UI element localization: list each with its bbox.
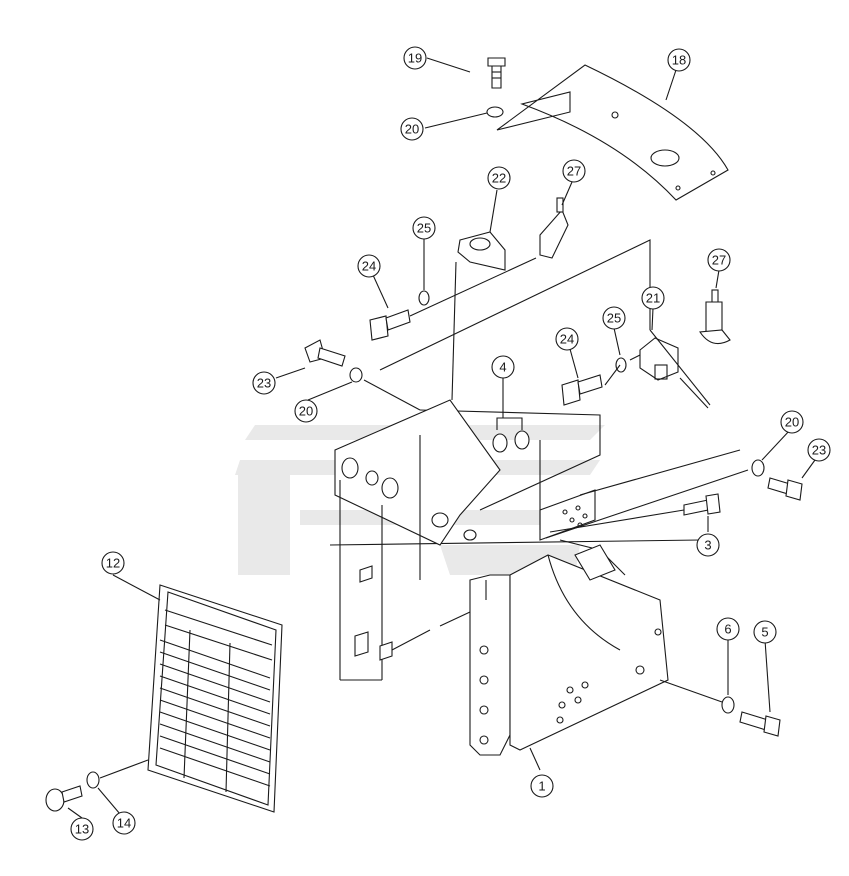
callout-4: 4 — [491, 355, 515, 379]
bracket-21 — [639, 337, 679, 381]
gusset-plate — [539, 489, 596, 541]
svg-text:6: 6 — [724, 622, 731, 637]
callout-22: 22 — [487, 166, 511, 190]
callout-20-right: 20 — [780, 410, 804, 434]
callout-18: 18 — [667, 48, 691, 72]
callout-6: 6 — [716, 617, 740, 641]
callout-21: 21 — [641, 286, 665, 310]
bolt-5 — [739, 711, 781, 737]
svg-text:18: 18 — [672, 53, 686, 68]
callout-23-left: 23 — [252, 371, 276, 395]
callout-24-right: 24 — [555, 327, 579, 351]
callout-14: 14 — [112, 811, 136, 835]
callout-5: 5 — [753, 620, 777, 644]
washer-20-left — [349, 367, 363, 383]
washer-6 — [721, 696, 735, 714]
svg-text:5: 5 — [761, 625, 768, 640]
svg-text:25: 25 — [607, 311, 621, 326]
svg-text:23: 23 — [812, 443, 826, 458]
callout-23-right: 23 — [807, 438, 831, 462]
svg-text:12: 12 — [106, 556, 120, 571]
svg-text:24: 24 — [362, 259, 376, 274]
washer-25-right — [615, 357, 627, 373]
clip-27-lower — [699, 289, 731, 345]
svg-text:21: 21 — [646, 291, 660, 306]
left-support — [334, 399, 501, 681]
svg-text:4: 4 — [499, 360, 506, 375]
callout-12: 12 — [101, 551, 125, 575]
callout-25-right: 25 — [602, 306, 626, 330]
callout-19: 19 — [403, 46, 427, 70]
clip-27-upper — [539, 197, 569, 259]
svg-text:19: 19 — [408, 51, 422, 66]
callout-20-top: 20 — [400, 117, 424, 141]
svg-text:20: 20 — [405, 122, 419, 137]
top-cover-part — [496, 64, 729, 201]
washer-25-left — [418, 290, 430, 306]
bolt-13 — [45, 785, 83, 812]
callout-27-lower: 27 — [707, 248, 731, 272]
callout-20-left: 20 — [294, 399, 318, 423]
svg-text:27: 27 — [712, 253, 726, 268]
svg-text:3: 3 — [704, 538, 711, 553]
svg-text:1: 1 — [538, 779, 545, 794]
bolt-23-left — [304, 339, 346, 367]
washer-14 — [86, 771, 100, 789]
bolt-23-right — [767, 477, 803, 501]
washer-20-right — [751, 459, 765, 477]
svg-text:24: 24 — [560, 332, 574, 347]
washer-20-top — [486, 106, 504, 118]
callout-3: 3 — [696, 533, 720, 557]
callout-25-left: 25 — [412, 216, 436, 240]
bolt-19 — [487, 57, 506, 89]
studs-4 — [492, 430, 530, 453]
bracket-22 — [457, 231, 506, 271]
callout-24-left: 24 — [357, 254, 381, 278]
callout-27-upper: 27 — [562, 159, 586, 183]
svg-text:22: 22 — [492, 171, 506, 186]
svg-text:25: 25 — [417, 221, 431, 236]
grille-part — [147, 584, 283, 813]
bolt-3 — [683, 493, 721, 516]
callout-1: 1 — [530, 774, 554, 798]
svg-text:23: 23 — [257, 376, 271, 391]
bolt-24-left — [369, 309, 411, 341]
svg-text:14: 14 — [117, 816, 131, 831]
svg-text:27: 27 — [567, 164, 581, 179]
grille-slats — [159, 639, 271, 787]
callout-13: 13 — [70, 817, 94, 841]
leader-lines — [67, 57, 816, 819]
svg-text:20: 20 — [785, 415, 799, 430]
svg-text:13: 13 — [75, 822, 89, 837]
main-frame-part — [469, 539, 669, 756]
svg-text:20: 20 — [299, 404, 313, 419]
bolt-24-right — [561, 374, 603, 406]
